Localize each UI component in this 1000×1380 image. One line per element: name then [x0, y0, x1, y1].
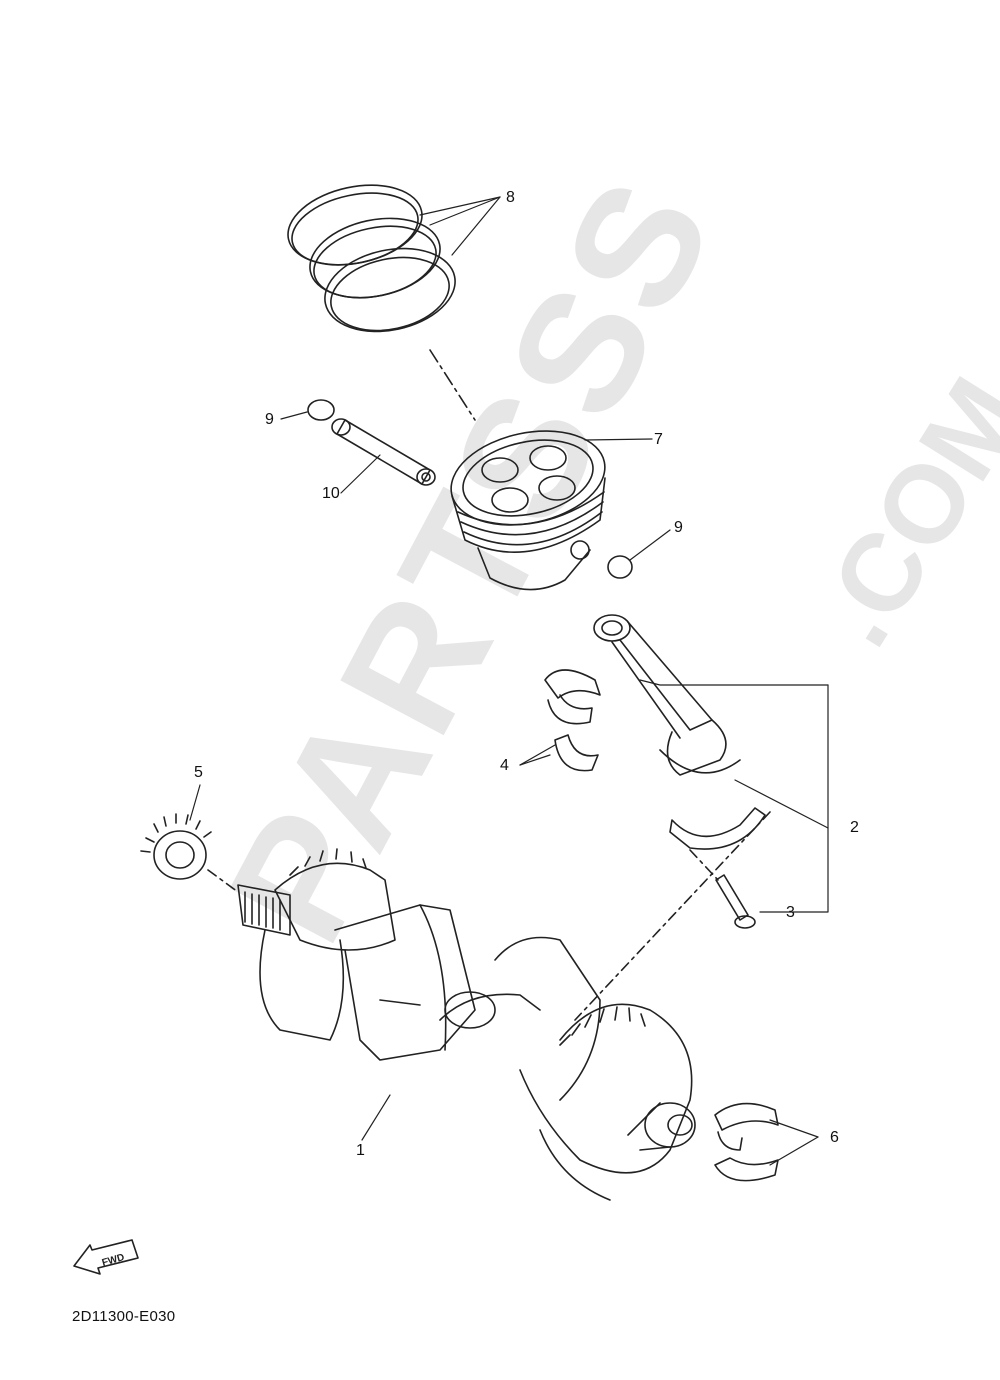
callout-9-lower: 9: [674, 519, 683, 536]
assembly-line-crankpin: [574, 811, 771, 1021]
assembly-line-gear: [207, 869, 239, 893]
conrod-bolt: [715, 874, 756, 929]
callout-1: 1: [356, 1142, 365, 1159]
callout-6: 6: [830, 1129, 839, 1146]
circlip-upper: [307, 399, 335, 421]
fwd-label: FWD: [101, 1252, 126, 1269]
callout-4: 4: [500, 757, 509, 774]
callout-10: 10: [322, 485, 340, 502]
callout-2: 2: [850, 819, 859, 836]
piston-pin: [331, 418, 436, 486]
callout-9-upper: 9: [265, 411, 274, 428]
crankshaft: [237, 848, 696, 1201]
callout-5: 5: [194, 764, 203, 781]
callout-8: 8: [506, 189, 515, 206]
piston-rings: [287, 184, 456, 333]
conrod-cap: [669, 807, 766, 850]
assembly-line-bolt: [689, 849, 719, 881]
diagram-code: 2D11300-E030: [72, 1308, 176, 1325]
leader-lines: [189, 196, 829, 1166]
crank-gear: [140, 813, 212, 880]
connecting-rod: [593, 614, 741, 776]
assembly-line-rings: [429, 349, 476, 421]
forward-arrow-icon: [73, 1239, 139, 1275]
callout-3: 3: [786, 904, 795, 921]
circlip-lower: [607, 555, 633, 579]
piston: [450, 430, 606, 591]
conrod-bearings: [544, 669, 601, 772]
callout-7: 7: [654, 431, 663, 448]
main-bearings: [714, 1102, 779, 1182]
